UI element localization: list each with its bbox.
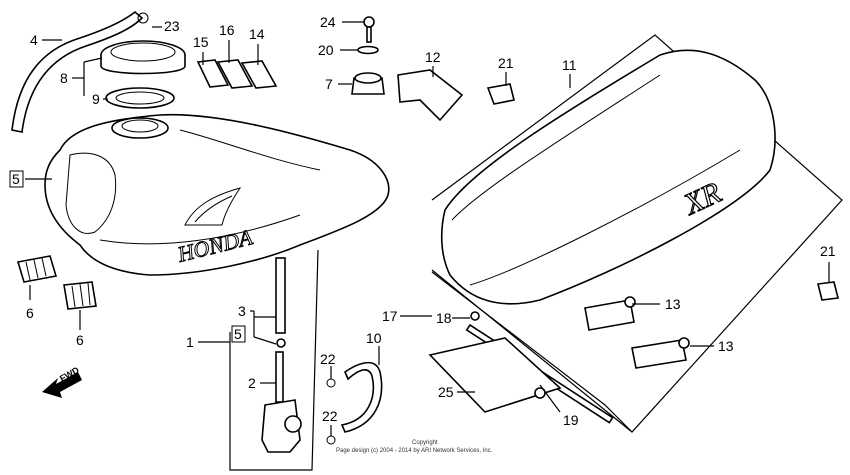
seat-bracket-25 — [428, 337, 562, 413]
rubber-mount-7 — [351, 72, 385, 95]
callout-21-right: 21 — [820, 243, 836, 259]
callout-25: 25 — [438, 384, 454, 400]
seat-outline-frame — [431, 34, 843, 433]
tank-wing-emblem — [184, 187, 242, 226]
callout-23: 23 — [164, 18, 180, 34]
seat-rubber-13-lower — [631, 337, 690, 369]
fuel-filler-neck — [111, 117, 169, 139]
callout-5-tank: 5 — [12, 171, 20, 187]
callout-5-valve: 5 — [234, 326, 242, 342]
fuel-cap-body — [100, 55, 186, 75]
callout-11: 11 — [562, 57, 577, 73]
washer-20 — [357, 45, 379, 55]
fuel-valve-box — [229, 249, 319, 471]
callout-14: 14 — [249, 26, 265, 42]
leader-lines — [25, 21, 830, 436]
callout-5-box — [9, 170, 24, 188]
callout-19: 19 — [563, 412, 579, 428]
callout-17: 17 — [382, 308, 398, 324]
callout-6-right: 6 — [76, 332, 84, 348]
callout-21-top: 21 — [498, 55, 514, 71]
tank-cushion-right — [63, 281, 97, 310]
stripe-16 — [216, 59, 254, 89]
callout-22-upper: 22 — [320, 351, 336, 367]
fuel-valve-pipe-upper — [275, 257, 286, 334]
callout-20: 20 — [318, 42, 334, 58]
stripe-15 — [196, 59, 230, 88]
bolt-24 — [363, 16, 375, 43]
fuel-tube — [340, 361, 383, 433]
callout-2: 2 — [248, 375, 256, 391]
callout-6-left: 6 — [26, 305, 34, 321]
tube-clip-lower — [326, 435, 336, 445]
copyright-line2: Page design (c) 2004 - 2014 by ARI Netwo… — [336, 448, 493, 454]
tank-cushion-left — [16, 255, 58, 283]
fuel-valve-pipe-lower — [275, 351, 284, 403]
callout-13-upper: 13 — [665, 296, 681, 312]
callout-7: 7 — [325, 76, 333, 92]
callout-1: 1 — [186, 334, 194, 350]
fuel-valve-body — [261, 399, 301, 453]
stripe-14 — [240, 60, 278, 89]
bolt-21-top — [486, 83, 515, 105]
seat-subframe-outline — [431, 271, 633, 433]
callout-16: 16 — [219, 22, 235, 38]
callout-8: 8 — [60, 70, 68, 86]
callout-15: 15 — [193, 34, 209, 50]
callout-22-lower: 22 — [322, 408, 338, 424]
callout-3: 3 — [238, 303, 246, 319]
callout-13-lower: 13 — [718, 338, 734, 354]
fuel-cap-top — [110, 42, 176, 62]
callout-9: 9 — [92, 91, 100, 107]
bolt-21-right — [817, 281, 839, 301]
callout-4: 4 — [30, 32, 38, 48]
seat — [440, 49, 776, 305]
fwd-arrow-icon — [42, 372, 82, 398]
callout-18: 18 — [436, 310, 452, 326]
callout-24: 24 — [320, 14, 336, 30]
cap-breather-o-ring — [137, 12, 149, 24]
seat-bracket-12 — [397, 69, 464, 122]
cap-gasket — [105, 87, 175, 109]
tube-clip-upper — [326, 378, 336, 388]
seat-rubber-13-upper — [584, 296, 636, 331]
callout-10: 10 — [366, 330, 382, 346]
callout-12: 12 — [425, 49, 441, 65]
callout-5-valve-box — [231, 325, 246, 343]
copyright-line1: Copyright — [412, 440, 438, 446]
fuel-tank — [44, 113, 390, 276]
